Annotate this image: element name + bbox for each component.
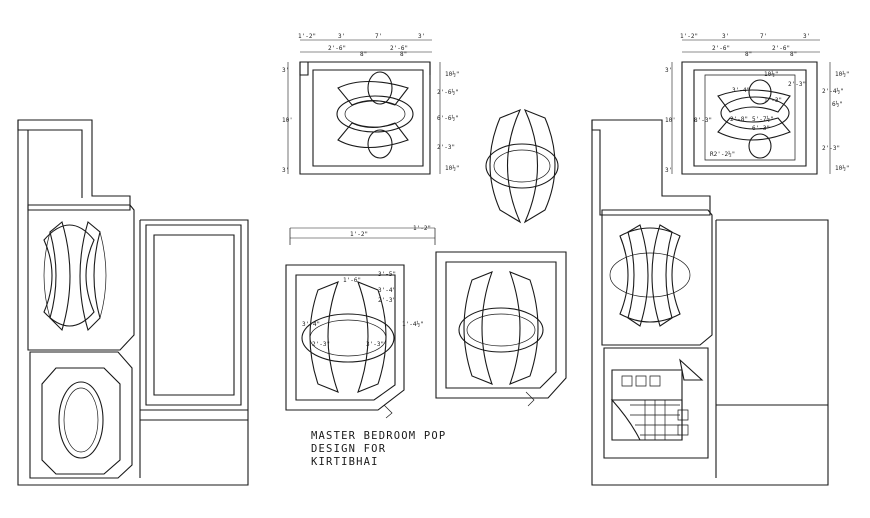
plan-c-dim-0: 1'-6" bbox=[343, 277, 361, 284]
plan-b-dim-left-1: 10' bbox=[665, 117, 676, 124]
plan-c-dim-2: 3'-4" bbox=[378, 287, 396, 294]
drawing-title-line-3: KIRTIBHAI bbox=[311, 456, 379, 468]
plan-c-dim-7: 3'-3" bbox=[366, 341, 384, 348]
plan-b-dim-inner-2: 2'-3" bbox=[788, 81, 806, 88]
drawing-title-line-1: MASTER BEDROOM POP bbox=[311, 430, 447, 442]
plan-a-dim-top-7: 8" bbox=[400, 51, 407, 58]
plan-b-dim-inner-0: 10½" bbox=[764, 71, 778, 78]
left-floor-plan bbox=[18, 120, 248, 485]
plan-c-dim-6: 2'-3" bbox=[312, 341, 330, 348]
drawing-title-line-2: DESIGN FOR bbox=[311, 443, 387, 455]
plan-c-header-1: 1'-2" bbox=[413, 225, 431, 232]
plan-a-dim-right-1: 2'-6½" bbox=[437, 89, 459, 96]
plan-a-dim-top-3: 3' bbox=[418, 33, 425, 40]
plan-a-dim-top-4: 2'-6" bbox=[328, 45, 346, 52]
right-floor-plan bbox=[592, 120, 828, 485]
plan-c-header-0: 1'-2" bbox=[350, 231, 368, 238]
plan-b-dim-top-6: 8" bbox=[745, 51, 752, 58]
plan-c-ceiling: 1'-2" 1'-2" 1'-6" 3'-5" 3'-4" 2'-3" 1'-4… bbox=[286, 225, 435, 418]
plan-b-dim-right-3: 2'-3" bbox=[822, 145, 840, 152]
plan-a-dim-top-1: 3' bbox=[338, 33, 345, 40]
plan-a-ceiling: 1'-2" 3' 7' 3' 2'-6" 2'-6" 8" 8" 3' 10' … bbox=[282, 33, 459, 174]
plan-a-dim-right-4: 10½" bbox=[445, 165, 459, 172]
plan-a-dim-left-0: 3' bbox=[282, 67, 289, 74]
plan-b-dim-inner-4: 5'-7½" bbox=[752, 116, 774, 123]
plan-b-dim-right-1: 2'-4½" bbox=[822, 88, 844, 95]
plan-c-dim-5: 3'-4" bbox=[302, 321, 320, 328]
plan-a-dim-top-2: 7' bbox=[375, 33, 382, 40]
plan-b-dim-right-2: 6½" bbox=[832, 101, 843, 108]
plan-d-ceiling bbox=[436, 252, 566, 406]
plan-c-dim-4: 1'-4½" bbox=[402, 321, 424, 328]
plan-a-dim-left-1: 10' bbox=[282, 117, 293, 124]
plan-a-dim-top-0: 1'-2" bbox=[298, 33, 316, 40]
plan-b-dim-inner-5: 6'-3" bbox=[752, 125, 770, 132]
plan-b-dim-top-1: 3' bbox=[722, 33, 729, 40]
plan-b-ceiling: 1'-2" 3' 7' 3' 2'-6" 2'-6" 8" 8" 3' 10' … bbox=[665, 33, 849, 174]
plan-a-dim-right-2: 6'-6½" bbox=[437, 115, 459, 122]
plan-b-dim-top-5: 2'-6" bbox=[772, 45, 790, 52]
plan-b-dim-inner-3: 1'-3" bbox=[764, 97, 782, 104]
plan-b-dim-inner-6: 2'-8" bbox=[730, 116, 748, 123]
plan-b-dim-top-0: 1'-2" bbox=[680, 33, 698, 40]
plan-b-dim-top-4: 2'-6" bbox=[712, 45, 730, 52]
plan-b-dim-top-2: 7' bbox=[760, 33, 767, 40]
centre-pop-motif bbox=[486, 110, 558, 222]
plan-a-dim-top-5: 2'-6" bbox=[390, 45, 408, 52]
plan-b-dim-top-7: 8" bbox=[790, 51, 797, 58]
plan-a-dim-left-2: 3' bbox=[282, 167, 289, 174]
plan-a-dim-top-6: 8" bbox=[360, 51, 367, 58]
plan-a-dim-right-0: 10½" bbox=[445, 71, 459, 78]
plan-b-dim-left-3: 8'-3" bbox=[694, 117, 712, 124]
plan-b-dim-right-4: 10½" bbox=[835, 165, 849, 172]
plan-b-dim-left-2: 3' bbox=[665, 167, 672, 174]
plan-a-dim-right-3: 2'-3" bbox=[437, 144, 455, 151]
plan-b-dim-left-0: 3' bbox=[665, 67, 672, 74]
plan-c-dim-1: 3'-5" bbox=[378, 271, 396, 278]
plan-b-dim-inner-1: 3'-4" bbox=[732, 87, 750, 94]
plan-c-dim-3: 2'-3" bbox=[378, 297, 396, 304]
plan-b-dim-inner-7: R2'-2½" bbox=[710, 151, 735, 158]
plan-b-dim-top-3: 3' bbox=[803, 33, 810, 40]
plan-b-dim-right-0: 10½" bbox=[835, 71, 849, 78]
